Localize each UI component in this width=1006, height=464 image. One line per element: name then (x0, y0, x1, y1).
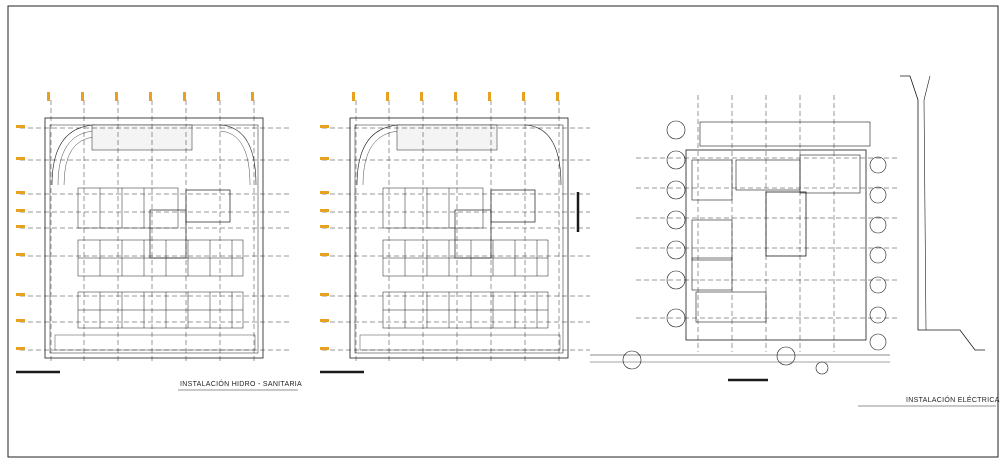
plan-outline (44, 117, 264, 359)
sheet-border (7, 5, 999, 458)
stair-block (91, 124, 193, 151)
site-boundary (900, 75, 985, 351)
room (695, 291, 767, 323)
room (735, 159, 801, 191)
caption-electrica: INSTALACIÓN ELÉCTRICA (906, 395, 1000, 404)
axis-grid (636, 95, 900, 352)
axis-grid (322, 100, 590, 362)
room (691, 159, 733, 201)
core (765, 191, 807, 257)
axis-grid (20, 100, 290, 362)
parking-bays (382, 187, 549, 329)
room (799, 154, 861, 194)
stair-block (396, 124, 498, 151)
room (691, 219, 733, 261)
plan-base (320, 100, 590, 374)
bottom-bays (359, 334, 561, 351)
bottom-bays (54, 334, 256, 351)
room (490, 189, 536, 223)
cistern-room (185, 189, 231, 223)
plan-outline (685, 149, 867, 341)
core (149, 209, 187, 259)
core (454, 209, 492, 259)
plan-outline (349, 117, 569, 359)
tree-symbols (622, 120, 887, 375)
plan-electrica (590, 75, 985, 382)
parking-bays (77, 187, 244, 329)
grid-markers-plan-1 (16, 92, 254, 350)
service-block (699, 121, 871, 147)
caption-hidro: INSTALACIÓN HIDRO - SANITARIA (180, 379, 302, 388)
room (691, 257, 733, 291)
plan-hidro-sanitaria (16, 100, 290, 374)
grid-markers-plan-2 (320, 92, 559, 350)
